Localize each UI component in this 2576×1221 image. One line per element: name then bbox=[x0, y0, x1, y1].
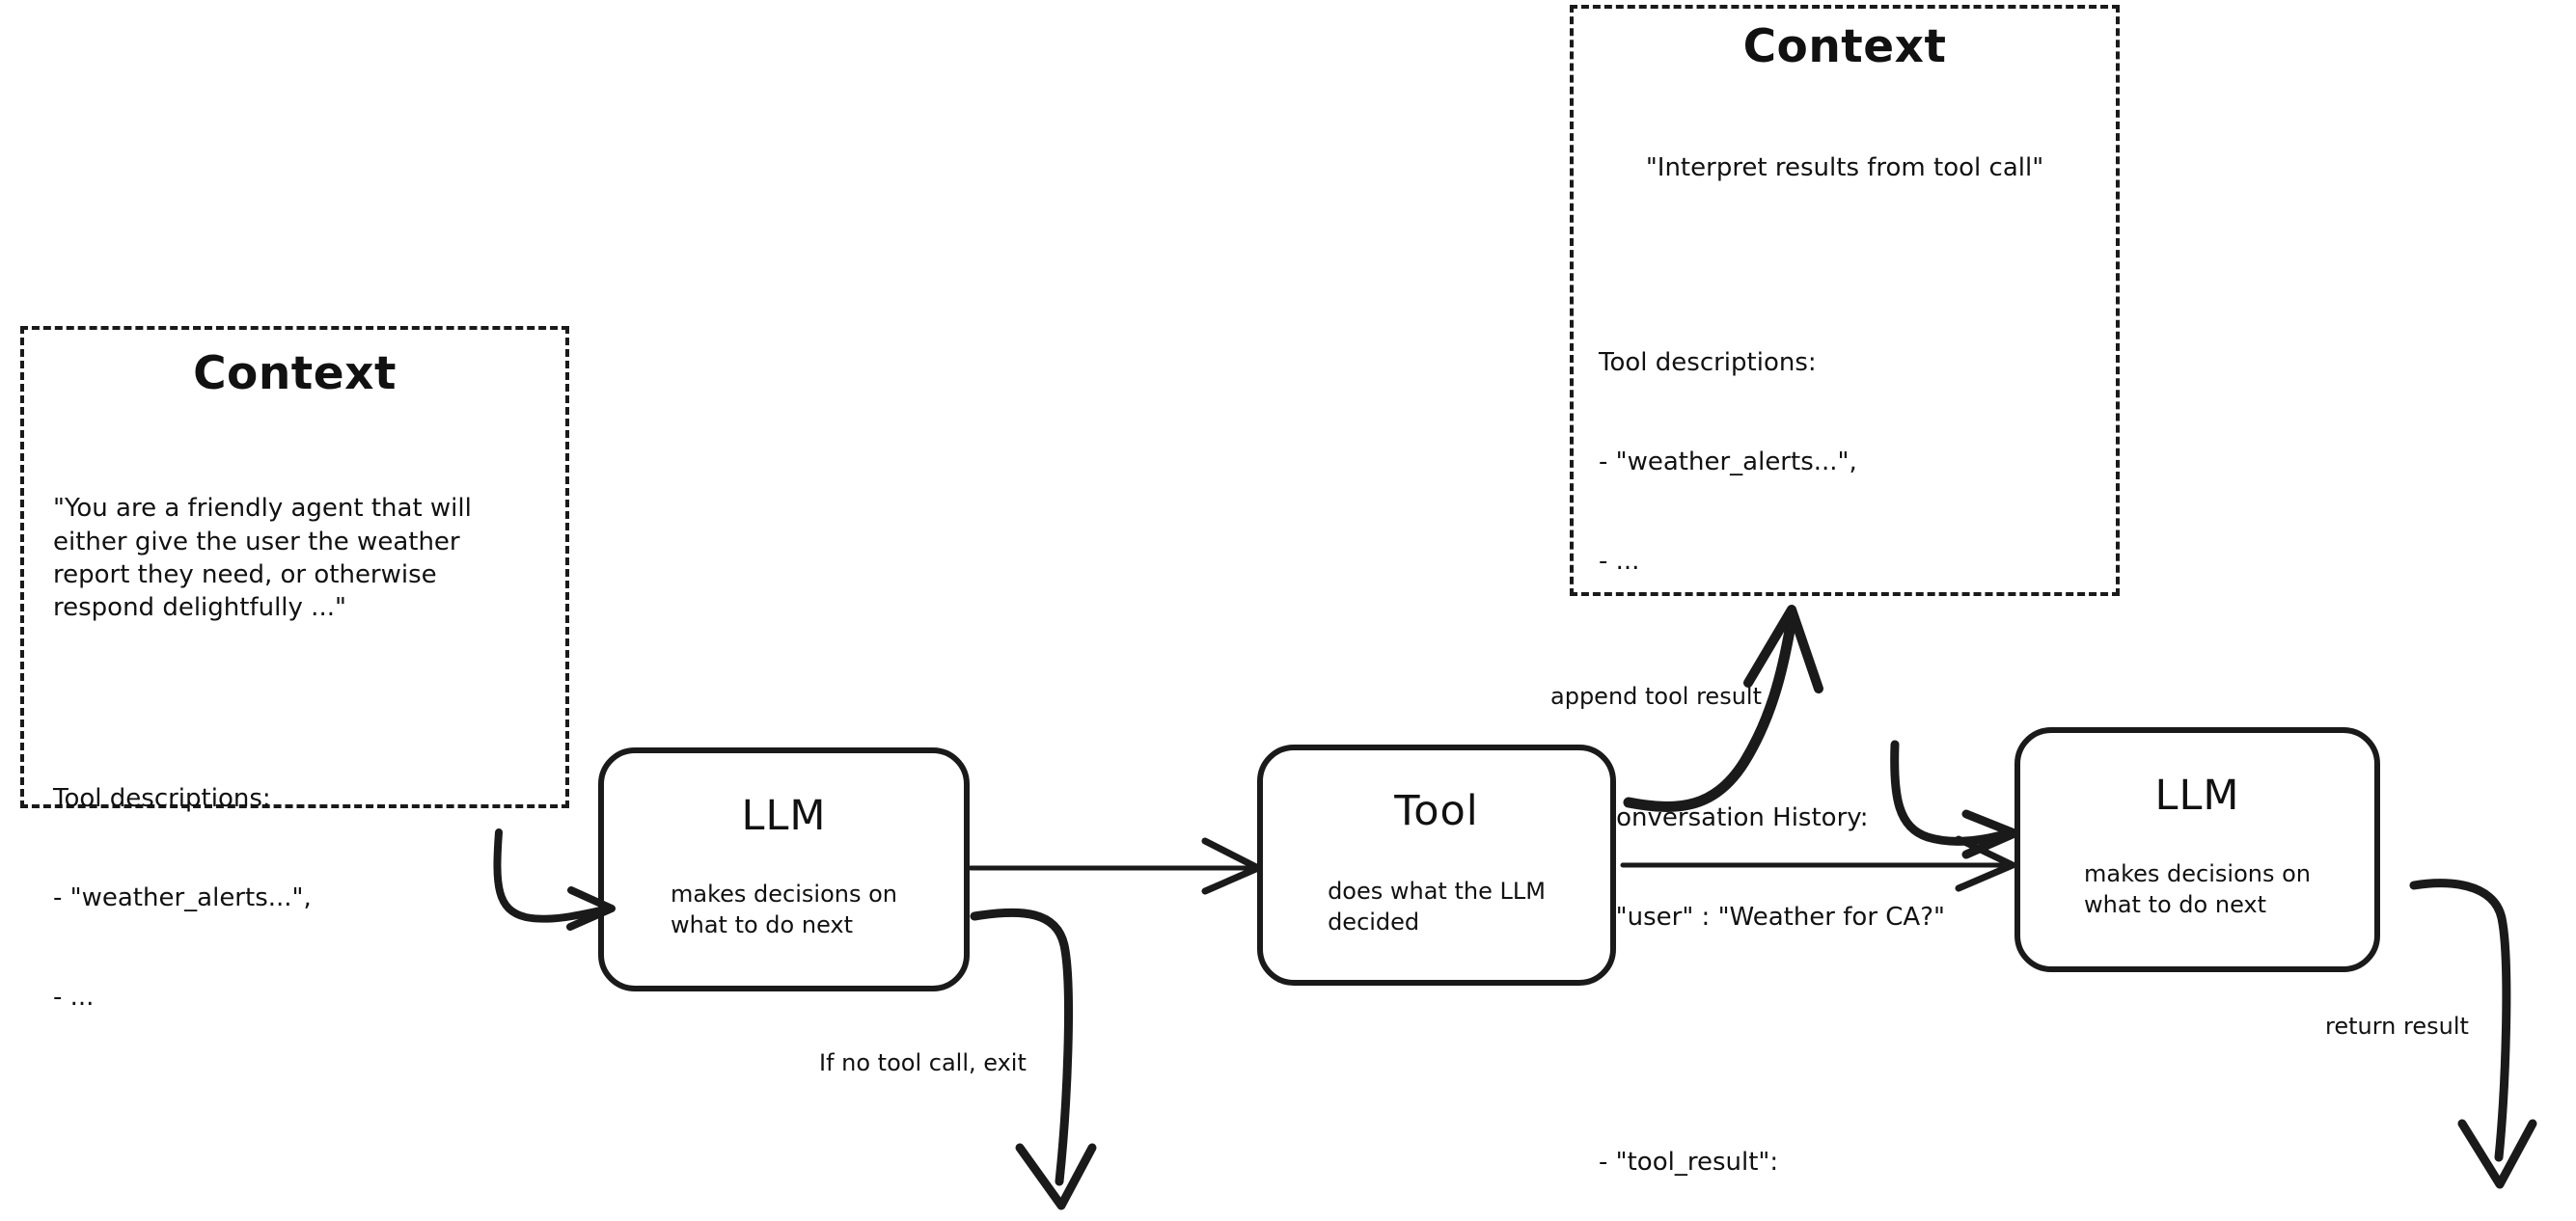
node-llm-second[interactable]: LLM makes decisions on what to do next bbox=[2014, 727, 2380, 972]
node-llm-second-subtitle: makes decisions on what to do next bbox=[2084, 860, 2311, 919]
context-right-tool-item: - "weather_alerts...", bbox=[1599, 447, 1857, 476]
node-tool[interactable]: Tool does what the LLM decided bbox=[1257, 745, 1616, 986]
node-tool-subtitle: does what the LLM decided bbox=[1328, 878, 1546, 936]
context-left-tool-item: - ... bbox=[53, 982, 95, 1012]
context-left-system-prompt: "You are a friendly agent that will eith… bbox=[53, 494, 472, 623]
context-left-tool-descriptions: Tool descriptions: - "weather_alerts..."… bbox=[53, 716, 536, 1079]
node-llm-first-subtitle: makes decisions on what to do next bbox=[671, 881, 897, 939]
context-left-conversation: Conversation History: - "user" : "Weathe… bbox=[53, 1171, 536, 1221]
context-right-conversation-item: - "user" : "Weather for CA?" bbox=[1599, 902, 1945, 932]
node-llm-first[interactable]: LLM makes decisions on what to do next bbox=[598, 747, 970, 991]
arrow-llm-to-tool bbox=[968, 837, 1262, 895]
context-right-tool-descriptions: Tool descriptions: - "weather_alerts..."… bbox=[1599, 280, 2091, 643]
context-right-tool-item: - ... bbox=[1599, 546, 1640, 576]
node-tool-title: Tool bbox=[1394, 787, 1479, 835]
edge-label-append-tool-result: append tool result bbox=[1550, 683, 1762, 710]
context-right-tool-header: Tool descriptions: bbox=[1599, 347, 1817, 377]
context-left-tool-header: Tool descriptions: bbox=[53, 783, 271, 813]
node-llm-first-title: LLM bbox=[741, 792, 827, 840]
edge-label-if-no-tool-call-exit: If no tool call, exit bbox=[819, 1049, 1027, 1076]
context-box-left: Context "You are a friendly agent that w… bbox=[20, 326, 569, 1012]
edge-label-return-result: return result bbox=[2325, 1013, 2469, 1040]
context-right-tool-result: - "tool_result": { "state": "CA", [ { "r… bbox=[1599, 1079, 2091, 1221]
context-right-body: "Interpret results from tool call" Tool … bbox=[1599, 86, 2091, 1221]
context-left-tool-item: - "weather_alerts...", bbox=[53, 882, 312, 912]
node-llm-second-title: LLM bbox=[2154, 772, 2240, 820]
context-right-system-prompt: "Interpret results from tool call" bbox=[1645, 153, 2044, 183]
context-left-body: "You are a friendly agent that will eith… bbox=[53, 426, 536, 1221]
context-right-title: Context bbox=[1742, 20, 1947, 73]
context-left-title: Context bbox=[193, 347, 397, 400]
context-right-tool-result-line: - "tool_result": bbox=[1599, 1148, 1779, 1178]
context-box-right: Context "Interpret results from tool cal… bbox=[1570, 5, 2120, 1177]
